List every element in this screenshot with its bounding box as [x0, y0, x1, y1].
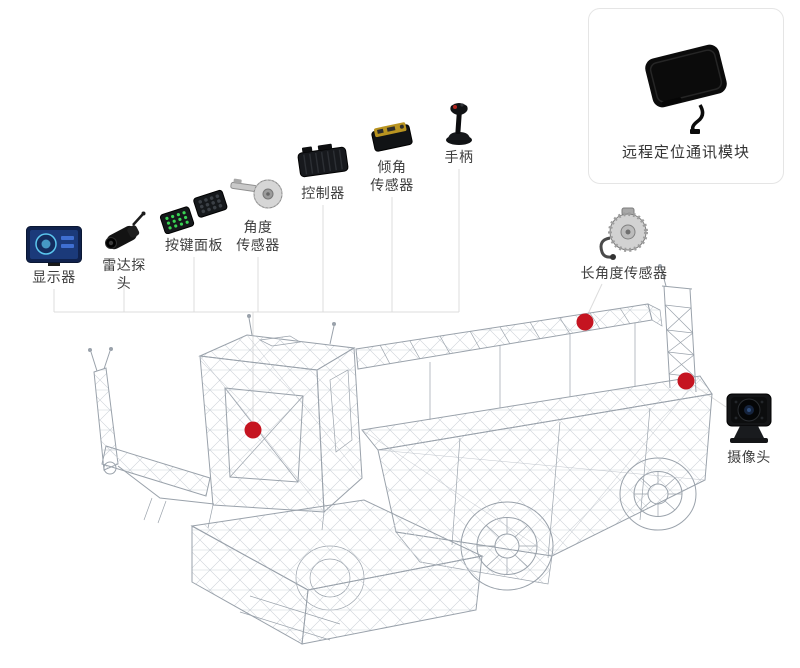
component-camera: 摄像头 — [716, 392, 782, 467]
component-radar-probe: 雷达探头 — [96, 210, 152, 293]
camera-label: 摄像头 — [727, 450, 771, 466]
vehicle-wireframe — [88, 264, 713, 645]
tilt-sensor-label: 倾角 传感器 — [370, 160, 414, 194]
display-label: 显示器 — [32, 270, 76, 286]
location-markers — [244, 313, 695, 439]
radar-probe-icon — [105, 211, 146, 250]
long-angle-sensor-label: 长角度传感器 — [580, 266, 668, 282]
joystick-icon — [446, 103, 472, 145]
long-angle-sensor-icon — [599, 207, 648, 260]
display-monitor-icon — [26, 226, 82, 266]
component-display: 显示器 — [22, 226, 86, 287]
keypad-panel-label: 按键面板 — [165, 238, 223, 254]
component-tilt-sensor: 倾角 传感器 — [366, 116, 418, 195]
angle-sensor-icon — [230, 178, 283, 209]
component-controller: 控制器 — [296, 140, 350, 203]
component-joystick: 手柄 — [436, 96, 482, 167]
joystick-label: 手柄 — [444, 150, 474, 166]
gps-module-icon — [645, 44, 727, 134]
component-keypad-panel: 按键面板 — [158, 188, 230, 255]
camera-icon — [726, 393, 772, 443]
component-long-angle-sensor: 长角度传感器 — [576, 202, 672, 283]
location-marker-dot — [677, 372, 695, 390]
component-angle-sensor: 角度 传感器 — [230, 172, 286, 255]
angle-sensor-label: 角度 传感器 — [236, 220, 280, 254]
controller-label: 控制器 — [301, 186, 345, 202]
controller-icon — [297, 143, 349, 178]
location-marker-dot — [576, 313, 594, 331]
remote-module-card: 远程定位通讯模块 — [588, 8, 784, 184]
remote-module-label: 远程定位通讯模块 — [621, 142, 750, 161]
location-marker-dot — [244, 421, 262, 439]
tilt-sensor-icon — [371, 122, 413, 152]
keypad-panel-icon — [159, 189, 228, 234]
radar-probe-label: 雷达探头 — [102, 258, 146, 292]
